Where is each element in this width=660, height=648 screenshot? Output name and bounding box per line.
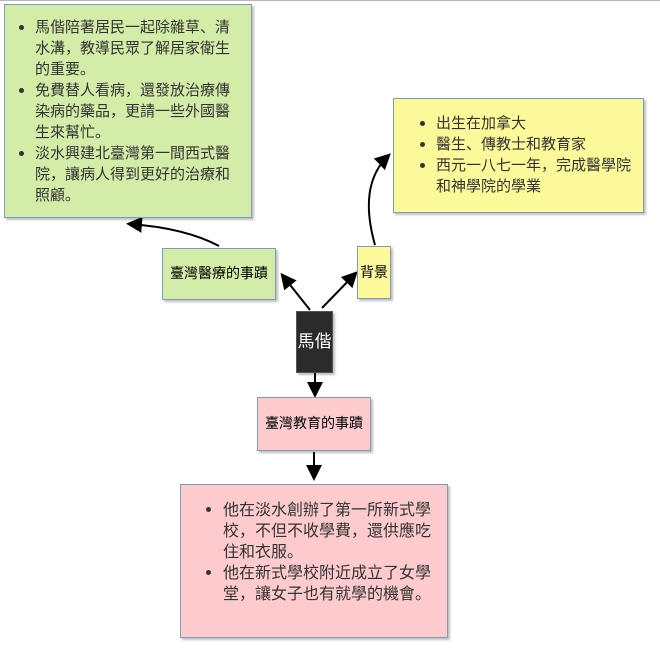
medical-note-1: 馬偕陪著居民一起除雜草、清水溝，教導民眾了解居家衛生的重要。: [35, 17, 243, 80]
connector-center-to-background: [321, 271, 358, 309]
medical-notes-list: 馬偕陪著居民一起除雜草、清水溝，教導民眾了解居家衛生的重要。 免費替人看病，還發…: [13, 17, 243, 206]
background-note-1: 出生在加拿大: [436, 113, 635, 134]
background-branch-label: 背景: [360, 264, 388, 281]
connector-medical-to-notes: [126, 216, 220, 247]
background-notes-box: 出生在加拿大 醫生、傳教士和教育家 西元一八七一年，完成醫學院和神學院的學業: [393, 98, 644, 213]
medical-note-3: 淡水興建北臺灣第一間西式醫院，讓病人得到更好的治療和照顧。: [35, 143, 243, 206]
education-branch-node[interactable]: 臺灣教育的事蹟: [257, 397, 371, 451]
education-notes-list: 他在淡水創辦了第一所新式學校，不但不收學費，還供應吃住和衣服。 他在新式學校附近…: [201, 499, 437, 604]
medical-note-2: 免費替人看病，還發放治療傳染病的藥品，更請一些外國醫生來幫忙。: [35, 80, 243, 143]
medical-branch-label: 臺灣醫療的事蹟: [170, 266, 268, 282]
center-node[interactable]: 馬偕: [296, 311, 333, 373]
connector-background-to-notes: [367, 153, 391, 246]
education-branch-label: 臺灣教育的事蹟: [265, 416, 363, 432]
education-notes-box: 他在淡水創辦了第一所新式學校，不但不收學費，還供應吃住和衣服。 他在新式學校附近…: [180, 484, 448, 638]
background-notes-list: 出生在加拿大 醫生、傳教士和教育家 西元一八七一年，完成醫學院和神學院的學業: [414, 113, 635, 197]
medical-branch-node[interactable]: 臺灣醫療的事蹟: [162, 248, 276, 300]
background-note-3: 西元一八七一年，完成醫學院和神學院的學業: [436, 155, 635, 197]
background-branch-node[interactable]: 背景: [357, 246, 391, 299]
center-label: 馬偕: [297, 332, 332, 352]
background-note-2: 醫生、傳教士和教育家: [436, 134, 635, 155]
education-note-1: 他在淡水創辦了第一所新式學校，不但不收學費，還供應吃住和衣服。: [223, 499, 437, 562]
medical-notes-box: 馬偕陪著居民一起除雜草、清水溝，教導民眾了解居家衛生的重要。 免費替人看病，還發…: [4, 4, 252, 218]
connector-center-to-medical: [280, 272, 311, 311]
top-border-line: [0, 0, 660, 1]
education-note-2: 他在新式學校附近成立了女學堂，讓女子也有就學的機會。: [223, 562, 437, 604]
